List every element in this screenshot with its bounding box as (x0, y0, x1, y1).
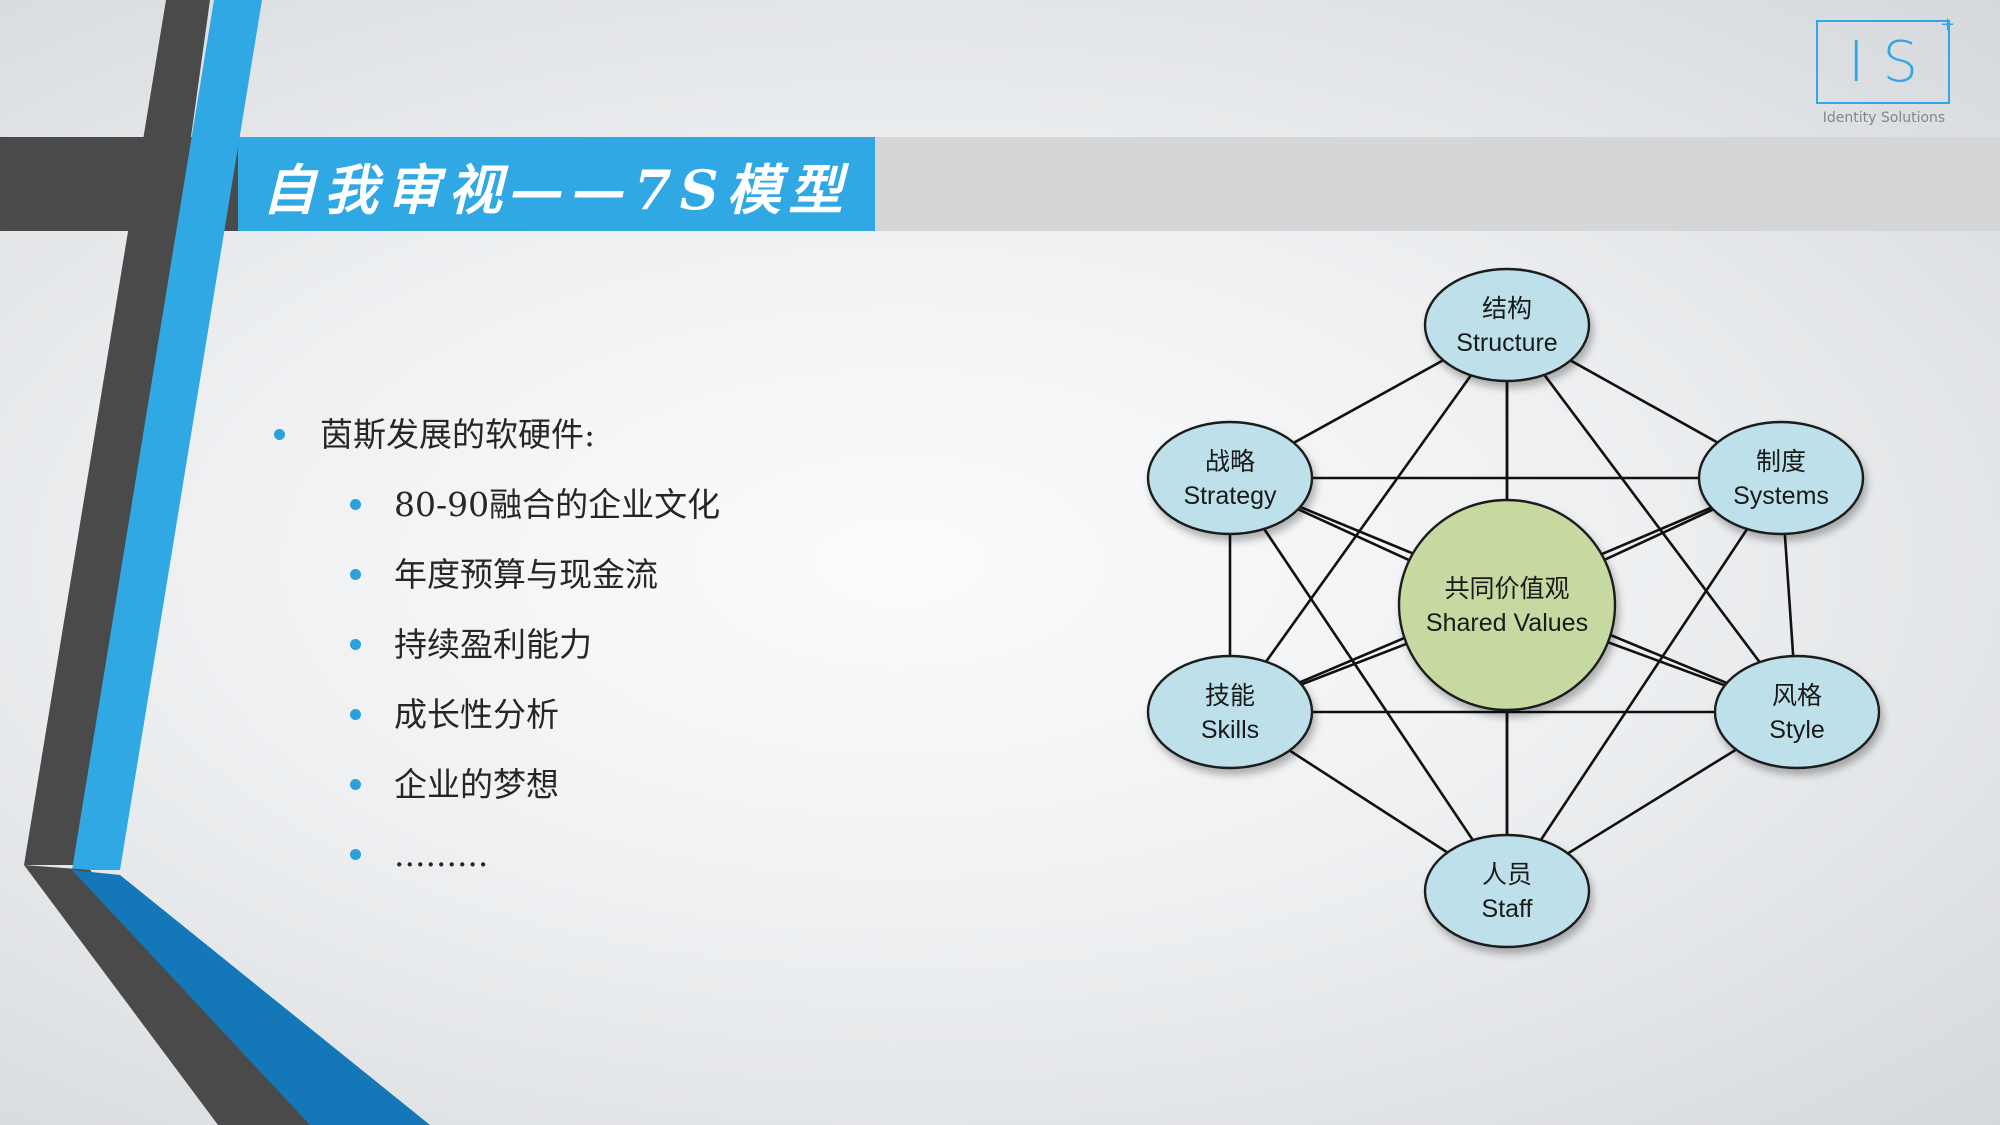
slide-title: 自我审视——7S模型 (262, 158, 851, 222)
node-systems: 制度 Systems (1697, 420, 1865, 536)
node-skills-en-label: Skills (1201, 716, 1259, 744)
node-shared-values-en-label: Shared Values (1426, 609, 1588, 637)
node-structure-en-label: Structure (1456, 329, 1557, 357)
blue-diagonal-stripe (72, 870, 430, 1125)
node-shared-values-cn-label: 共同价值观 (1444, 575, 1569, 603)
node-structure-shape (1423, 267, 1591, 383)
bullet-dot-icon (350, 639, 361, 650)
dark-diagonal-stripe (24, 865, 310, 1125)
bullet-text: 茵斯发展的软硬件: (320, 415, 596, 454)
node-skills-shape (1146, 654, 1314, 770)
connector-structure-skills (1228, 324, 1509, 713)
node-style-en-label: Style (1769, 716, 1825, 744)
connector-staff-strategy (1228, 477, 1509, 892)
node-skills: 技能 Skills (1146, 654, 1314, 770)
title-block (238, 137, 875, 231)
node-shared-values-shape (1397, 498, 1617, 712)
7s-model-diagram: 结构 Structure 制度 Systems 风格 Style 人员 Staff 技能 Skil… (1146, 267, 1881, 949)
bullet-dot-icon (350, 709, 361, 720)
node-systems-en-label: Systems (1733, 482, 1829, 510)
node-staff: 人员 Staff (1423, 833, 1591, 949)
bullet-dot-icon (350, 779, 361, 790)
bullet-item: 成长性分析 (270, 680, 720, 750)
node-staff-cn-label: 人员 (1482, 861, 1532, 889)
connector-structure-style (1505, 324, 1799, 713)
diagram-nodes: 结构 Structure 制度 Systems 风格 Style 人员 Staff 技能 Skil… (1146, 267, 1881, 949)
bullet-text: 企业的梦想 (394, 765, 559, 804)
node-structure: 结构 Structure (1423, 267, 1591, 383)
bullet-item: 企业的梦想 (270, 750, 720, 820)
bullet-item: 80-90融合的企业文化 (270, 470, 720, 540)
logo-letters: IS (1847, 30, 1937, 95)
bullet-text: 持续盈利能力 (394, 625, 592, 664)
bullet-text: 年度预算与现金流 (394, 555, 658, 594)
node-strategy-cn-label: 战略 (1205, 448, 1255, 476)
blue-vertical-stripe (72, 0, 262, 870)
node-strategy: 战略 Strategy (1146, 420, 1314, 536)
bullet-text: 80-90融合的企业文化 (394, 485, 721, 524)
bullet-dot-icon (274, 429, 285, 440)
connector-systems-staff (1505, 477, 1783, 892)
node-shared-values: 共同价值观 Shared Values (1397, 498, 1617, 712)
bullet-list: 茵斯发展的软硬件: 80-90融合的企业文化 年度预算与现金流 持续盈利能力 成… (270, 400, 720, 890)
bullet-text: 成长性分析 (394, 695, 559, 734)
bullet-dot-icon (350, 569, 361, 580)
bullet-dot-icon (350, 499, 361, 510)
node-style: 风格 Style (1713, 654, 1881, 770)
node-staff-shape (1423, 833, 1591, 949)
node-structure-cn-label: 结构 (1482, 295, 1532, 323)
bullet-item: 年度预算与现金流 (270, 540, 720, 610)
node-systems-cn-label: 制度 (1756, 448, 1806, 476)
bullet-item: 茵斯发展的软硬件: (270, 400, 720, 470)
bullet-item: 持续盈利能力 (270, 610, 720, 680)
node-staff-en-label: Staff (1482, 895, 1533, 923)
logo-plus-icon: + (1940, 14, 1956, 35)
logo: IS (1816, 20, 1950, 104)
node-strategy-shape (1146, 420, 1314, 536)
node-style-shape (1713, 654, 1881, 770)
dark-vertical-stripe (24, 0, 210, 865)
logo-tagline: Identity Solutions (1822, 110, 1946, 126)
node-style-cn-label: 风格 (1772, 682, 1822, 710)
node-strategy-en-label: Strategy (1183, 482, 1277, 510)
bullet-item: ......... (270, 820, 720, 890)
bullet-text: ......... (394, 835, 489, 874)
bullet-dot-icon (350, 849, 361, 860)
node-skills-cn-label: 技能 (1205, 682, 1255, 710)
node-systems-shape (1697, 420, 1865, 536)
